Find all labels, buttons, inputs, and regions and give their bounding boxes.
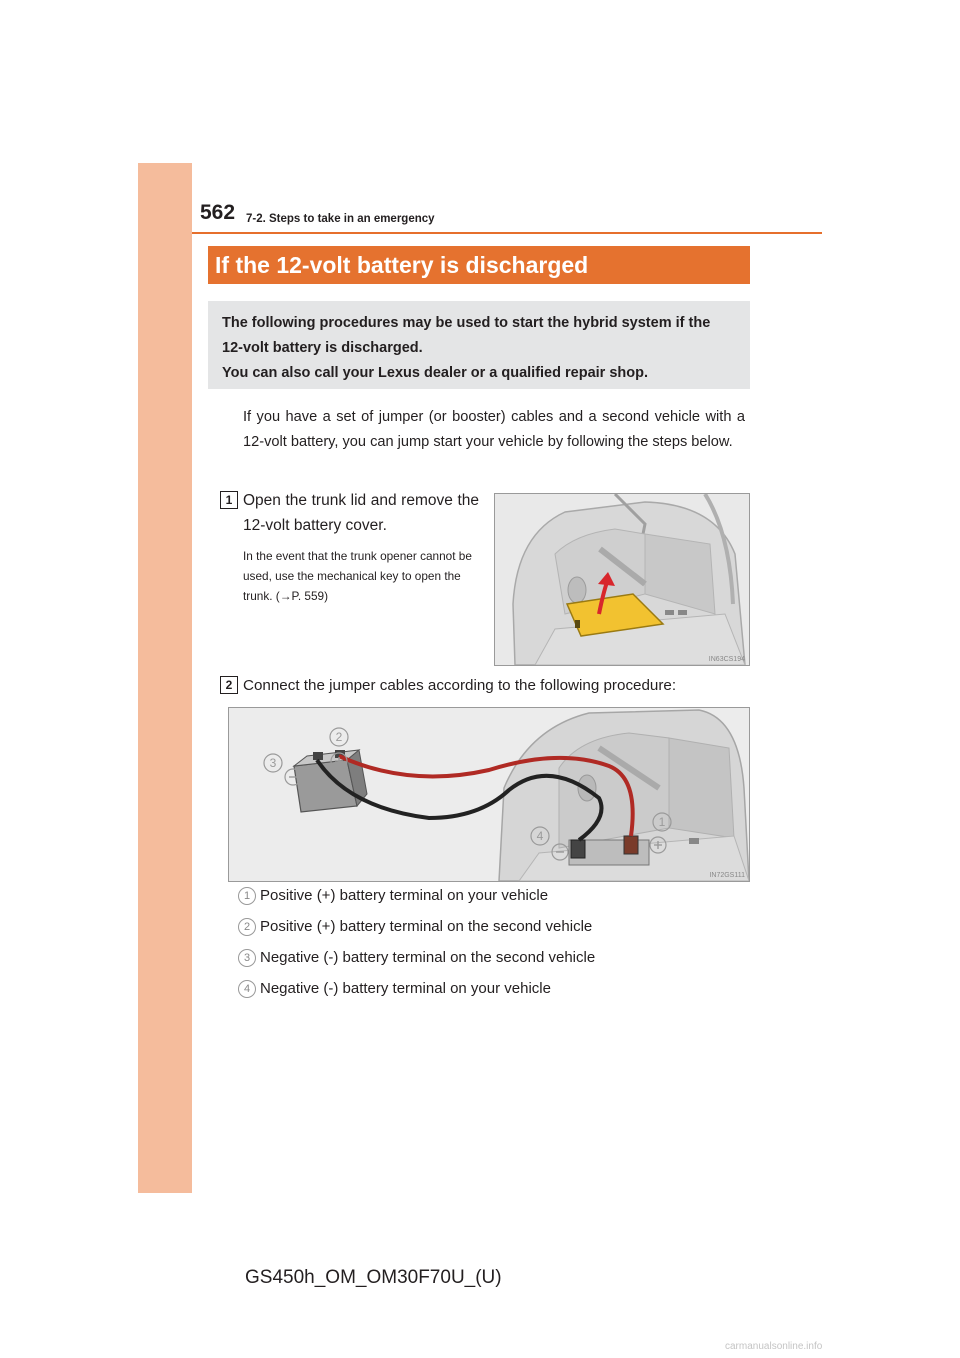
intro-line-3: You can also call your Lexus dealer or a… [222,365,649,381]
step-1-note: In the event that the trunk opener canno… [243,549,472,603]
title-bar: If the 12-volt battery is discharged [208,246,750,284]
callout-3: 3 [270,756,277,770]
page-title: If the 12-volt battery is discharged [215,252,589,278]
step-1-text: Open the trunk lid and remove the 12-vol… [243,492,479,534]
step-1-number: 1 [220,491,238,509]
callout-1: 1 [659,815,666,829]
legend-text: Negative (-) battery terminal on the sec… [260,949,596,966]
step-2-number: 2 [220,676,238,694]
body-paragraph: If you have a set of jumper (or booster)… [243,409,745,450]
section-heading: 7-2. Steps to take in an emergency [246,213,435,225]
legend-text: Negative (-) battery terminal on your ve… [260,980,551,997]
page-number: 562 [200,201,236,224]
intro-line-1: The following procedures may be used to … [222,315,711,331]
jumper-cable-connection-illustration: 1 2 3 4 IN72GS111 [228,707,750,882]
trunk-battery-cover-illustration: IN63CS194 [494,493,750,666]
figure-code: IN63CS194 [708,656,745,663]
chapter-sidebar-tab [138,163,192,1193]
step-2-text: Connect the jumper cables according to t… [243,677,677,694]
legend-text: Positive (+) battery terminal on the sec… [260,918,593,935]
intro-box: The following procedures may be used to … [208,301,750,389]
legend-text: Positive (+) battery terminal on your ve… [260,887,549,904]
callout-4: 4 [537,829,544,843]
manual-code-footer: GS450h_OM_OM30F70U_(U) [245,1267,502,1288]
intro-line-2: 12-volt battery is discharged. [222,340,423,356]
legend-number: 4 [238,980,256,998]
legend-number: 1 [238,887,256,905]
callout-2: 2 [336,730,343,744]
legend-number: 2 [238,918,256,936]
legend-number: 3 [238,949,256,967]
watermark: carmanualsonline.info [725,1341,823,1352]
figure-code: IN72GS111 [709,872,745,879]
header-rule [192,232,822,234]
